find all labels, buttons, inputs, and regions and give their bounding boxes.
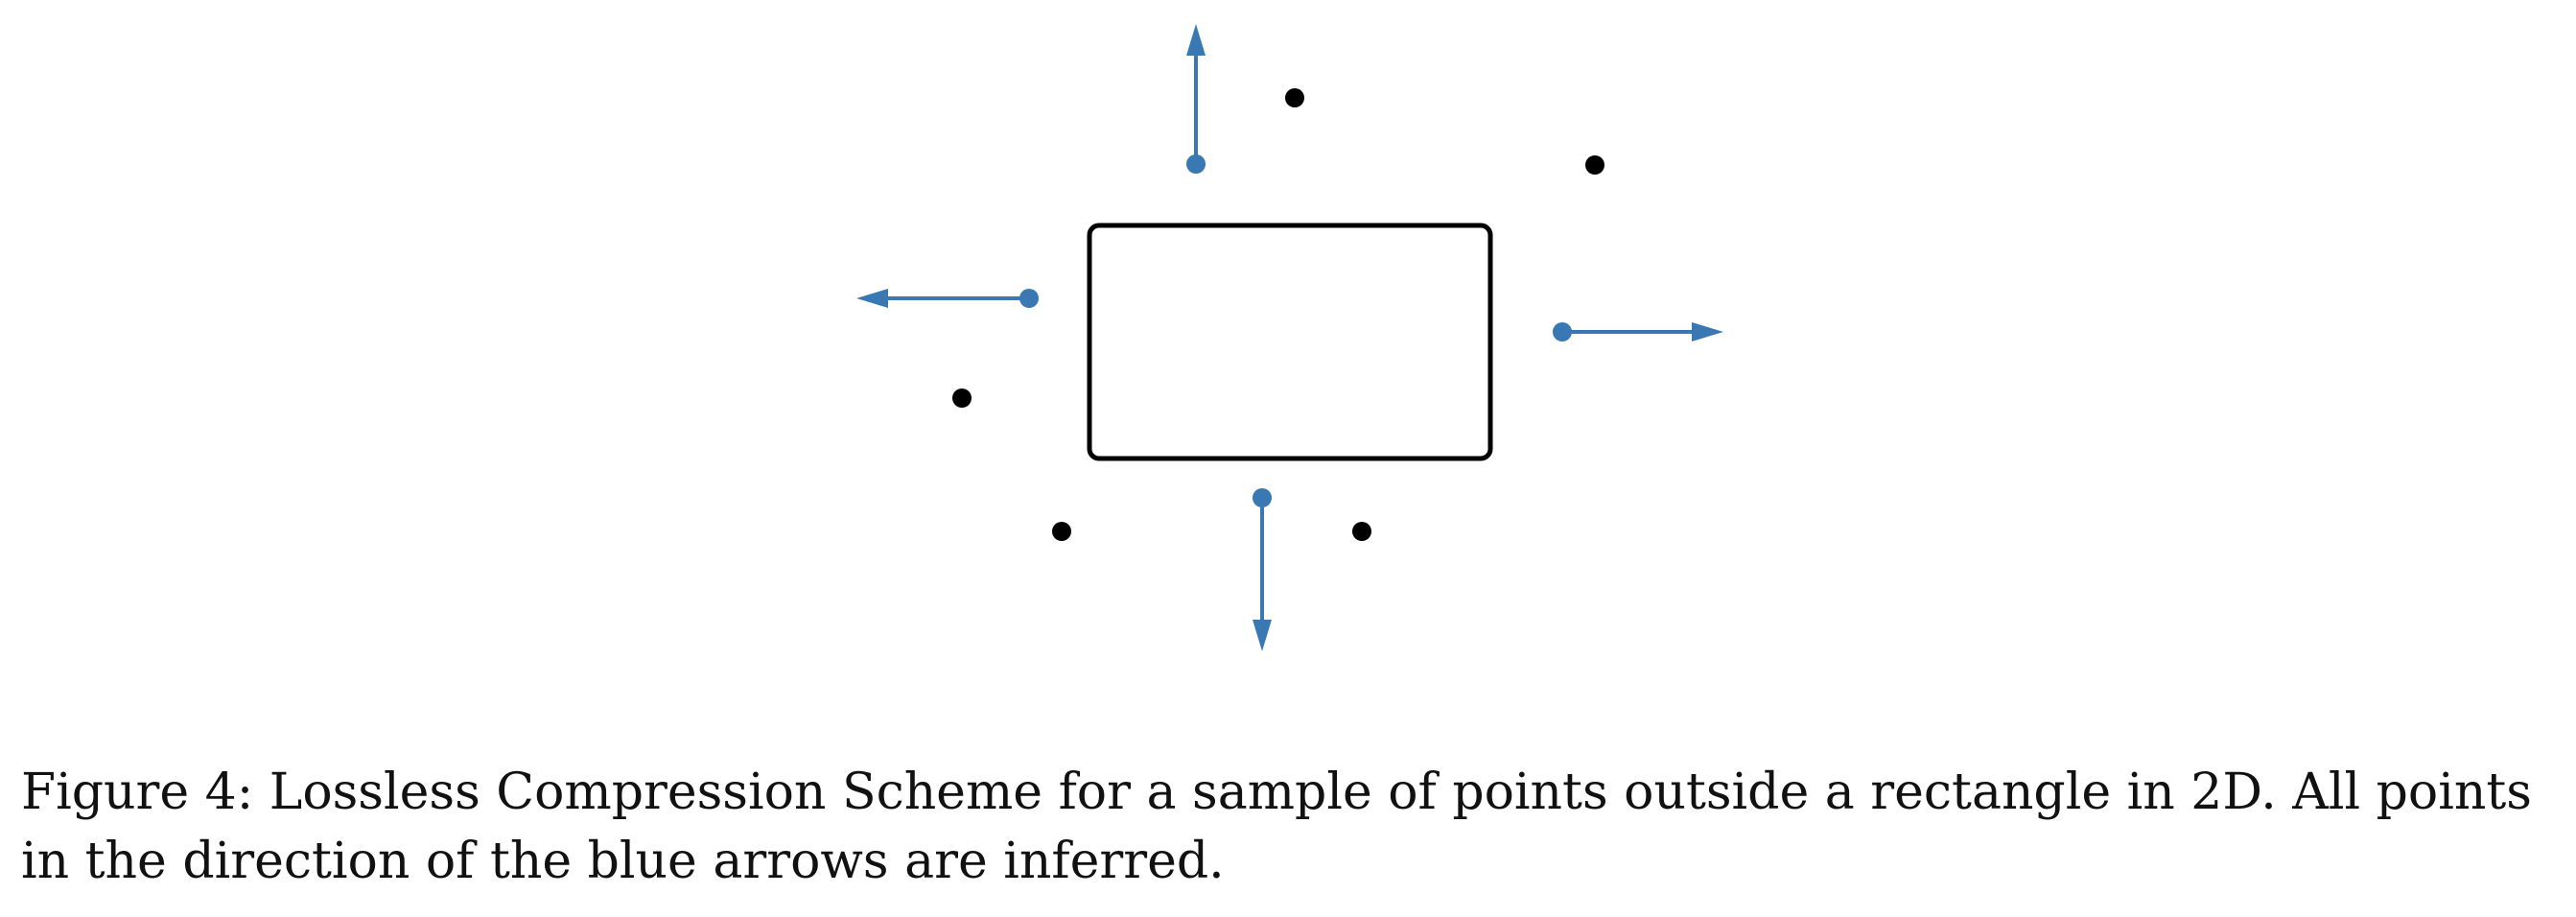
black-point [1352,522,1371,541]
black-point [1285,88,1304,107]
black-point [1052,522,1071,541]
figure-caption: Figure 4: Lossless Compression Scheme fo… [21,758,2563,896]
black-point [952,388,972,408]
caption-line-1: Figure 4: Lossless Compression Scheme fo… [21,764,2532,821]
blue-arrow-left [856,289,1039,308]
blue-arrow-down [1253,488,1272,651]
blue-arrow-up [1186,24,1206,174]
black-point [1585,155,1604,175]
bounding-rectangle [1087,223,1493,461]
compression-diagram [856,24,1723,651]
caption-line-2: in the direction of the blue arrows are … [21,833,1225,890]
blue-arrow-right [1553,322,1723,341]
